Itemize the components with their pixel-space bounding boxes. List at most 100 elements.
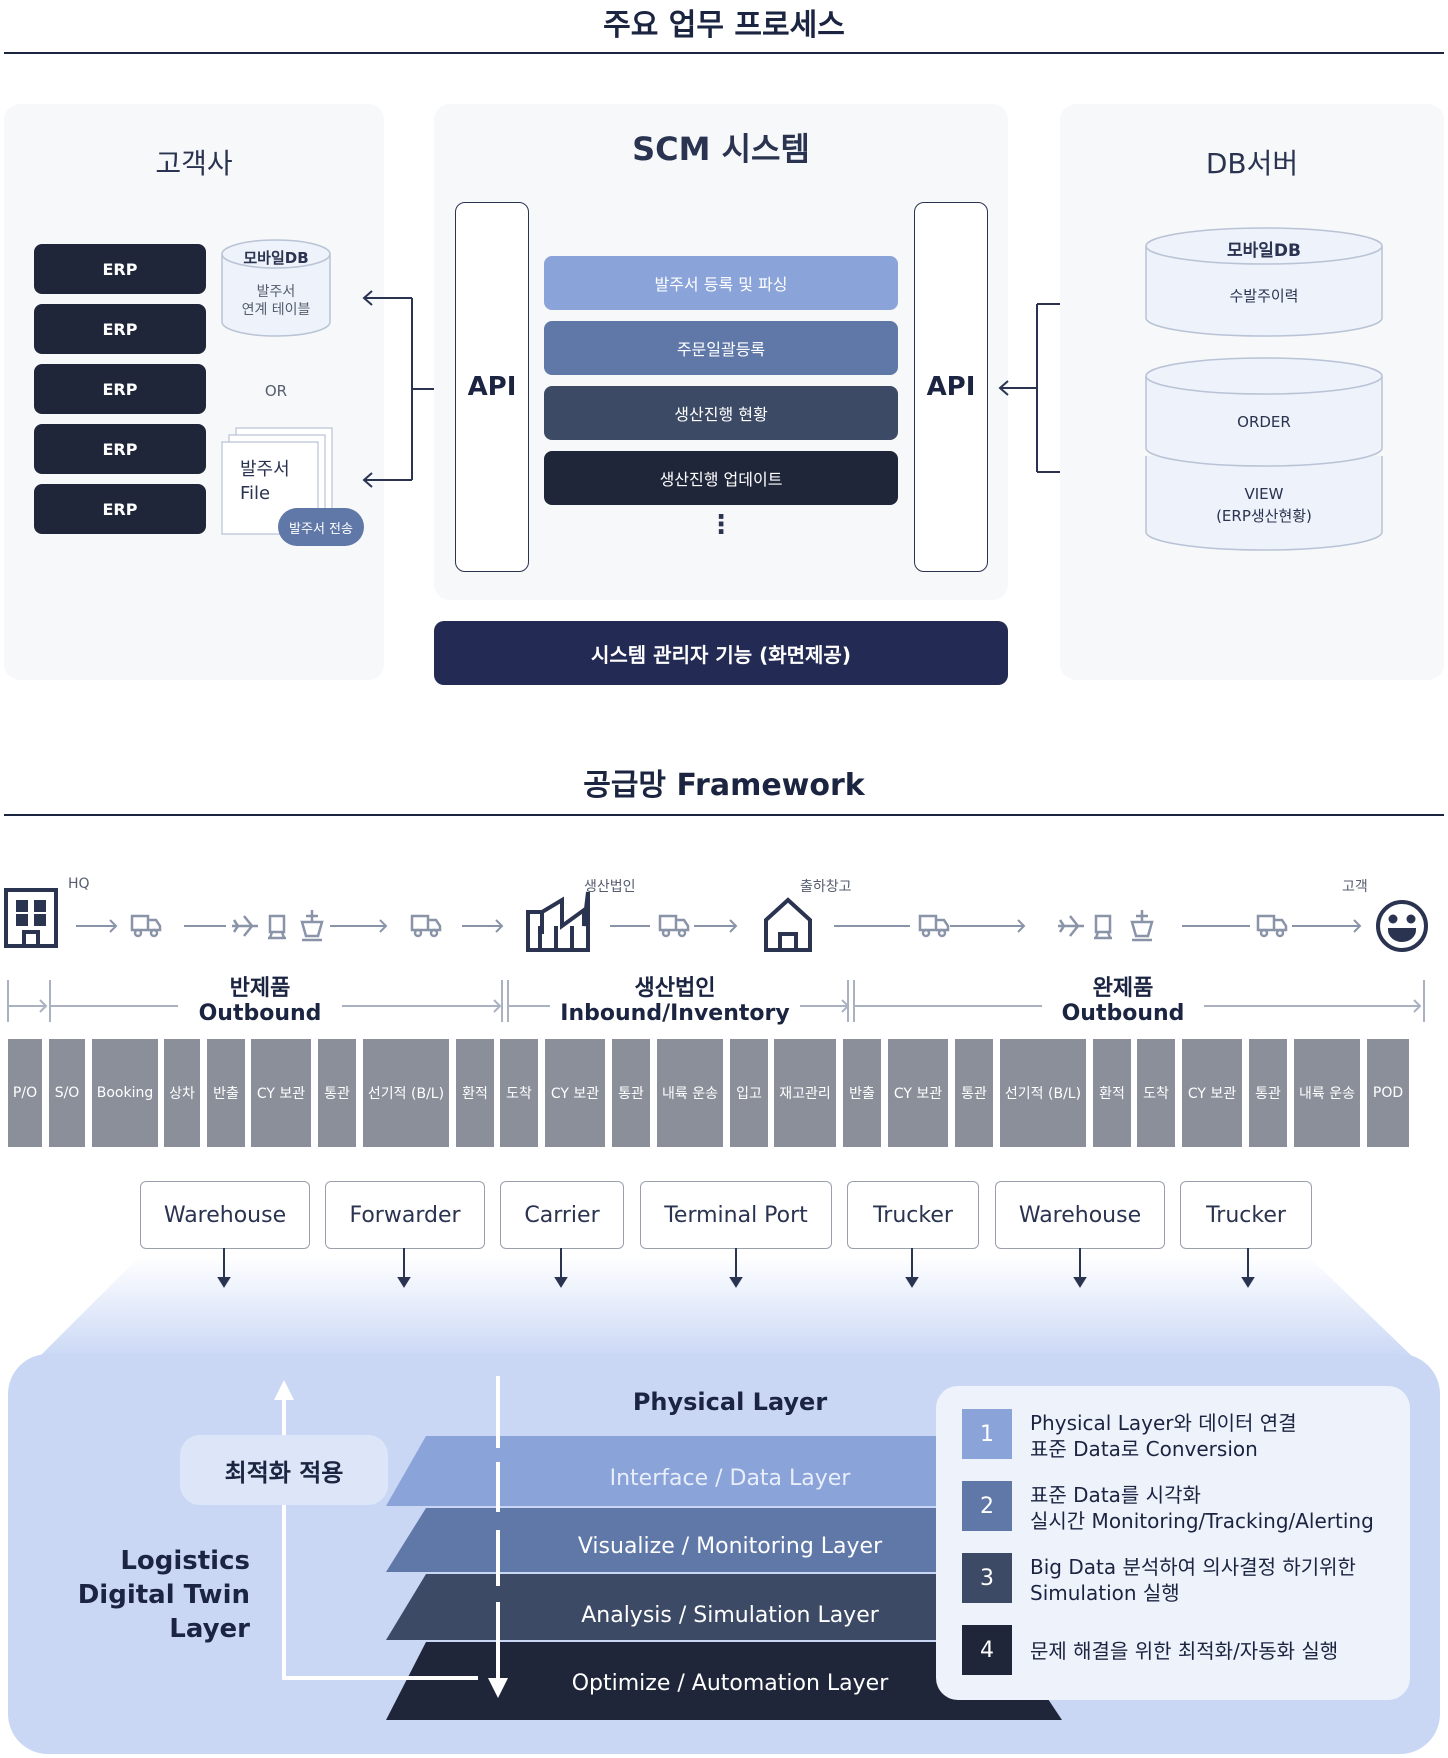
analysis-layer-shape — [386, 1574, 1010, 1640]
desc-line2: 표준 Data로 Conversion — [1030, 1437, 1258, 1461]
db-order-view-cylinder-icon — [1145, 357, 1383, 551]
hq-label: HQ — [68, 876, 90, 892]
process-step-cell: 통관 — [1249, 1039, 1287, 1147]
twin-label-line1: Logistics — [120, 1546, 250, 1576]
desc-line1: Physical Layer와 데이터 연결 — [1030, 1411, 1297, 1435]
db-order-label: ORDER — [1237, 413, 1291, 431]
process-step-cell: POD — [1367, 1039, 1409, 1147]
twin-label-line2: Digital Twin — [77, 1580, 250, 1610]
process-step-cell: S/O — [49, 1039, 85, 1147]
process-step-cell: 입고 — [730, 1039, 768, 1147]
stage-label: 생산법인 Inbound/Inventory — [550, 976, 800, 1026]
building-icon — [4, 888, 58, 948]
db-title: DB서버 — [1205, 147, 1299, 180]
funnel-background — [36, 1256, 1416, 1360]
stage-line1: 반제품 — [229, 976, 291, 1001]
mobile-db-title: 모바일DB — [243, 249, 309, 267]
framework-section-title: 공급망 Framework — [583, 768, 865, 803]
process-step-cell: 선기적 (B/L) — [1000, 1039, 1086, 1147]
layer-description: 표준 Data를 시각화 실시간 Monitoring/Tracking/Ale… — [1030, 1482, 1374, 1534]
process-step-cell: CY 보관 — [251, 1039, 311, 1147]
db-view-line1: VIEW — [1244, 485, 1284, 503]
process-step-cell: 통관 — [612, 1039, 650, 1147]
process-step: 주문일괄등록 — [544, 321, 898, 375]
stage-label: 완제품 Outbound — [1042, 976, 1204, 1026]
process-step-cell: 선기적 (B/L) — [363, 1039, 449, 1147]
factory-icon — [526, 891, 590, 952]
layer-description: Big Data 분석하여 의사결정 하기위한 Simulation 실행 — [1030, 1554, 1356, 1606]
api-right-box: API — [914, 202, 988, 572]
process-section-title: 주요 업무 프로세스 — [603, 8, 845, 43]
actor-box: Warehouse — [995, 1181, 1165, 1249]
db-mobile-title: 모바일DB — [1227, 241, 1301, 261]
process-step-cell: 도착 — [500, 1039, 538, 1147]
desc-line2: Simulation 실행 — [1030, 1581, 1180, 1605]
truck-icon — [130, 914, 162, 938]
db-mobile-item: 수발주이력 — [1229, 287, 1299, 305]
actor-box: Forwarder — [325, 1181, 485, 1249]
file-label: 발주서 File — [240, 458, 290, 506]
truck-icon — [658, 914, 690, 938]
optimization-loop-arrow — [274, 1376, 508, 1698]
process-step-cell: 환적 — [456, 1039, 494, 1147]
process-step-cell: 재고관리 — [774, 1039, 836, 1147]
erp-box: ERP — [34, 424, 206, 474]
process-step-cell: Booking — [92, 1039, 158, 1147]
erp-box: ERP — [34, 304, 206, 354]
warehouse-label: 출하창고 — [800, 879, 852, 895]
factory-label: 생산법인 — [584, 879, 636, 895]
mobile-db-cylinder-icon — [221, 239, 331, 337]
process-step-cell: 상차 — [164, 1039, 200, 1147]
actor-box: Trucker — [847, 1181, 979, 1249]
layer-number-badge: 3 — [962, 1553, 1012, 1603]
erp-box: ERP — [34, 364, 206, 414]
plane-train-ship-icons — [1058, 910, 1154, 942]
smiley-customer-icon — [1376, 900, 1428, 952]
process-step-cell: CY 보관 — [888, 1039, 948, 1147]
plane-train-ship-icons — [232, 910, 324, 942]
actor-box: Warehouse — [140, 1181, 310, 1249]
send-badge: 발주서 전송 — [278, 508, 364, 546]
digital-twin-label: Logistics Digital Twin Layer — [40, 1544, 250, 1646]
twin-label-line3: Layer — [169, 1614, 250, 1644]
erp-box: ERP — [34, 484, 206, 534]
process-step-cell: 반출 — [207, 1039, 245, 1147]
mobile-db-line1: 발주서 — [256, 284, 296, 300]
layer-description: Physical Layer와 데이터 연결 표준 Data로 Conversi… — [1030, 1410, 1297, 1462]
layer-label: Interface / Data Layer — [609, 1466, 851, 1491]
process-step-cell: CY 보관 — [545, 1039, 605, 1147]
truck-icon — [410, 914, 442, 938]
stage-line2: Outbound — [1061, 1001, 1185, 1026]
db-mobile-cylinder-icon — [1145, 227, 1383, 337]
interface-layer-shape — [386, 1436, 1010, 1506]
layer-description: 문제 해결을 위한 최적화/자동화 실행 — [1030, 1638, 1338, 1664]
scm-title: SCM 시스템 — [632, 130, 810, 168]
section-divider — [4, 814, 1444, 816]
layer-label: Optimize / Automation Layer — [571, 1671, 889, 1696]
api-left-box: API — [455, 202, 529, 572]
layer-number-badge: 4 — [962, 1625, 1012, 1675]
mobile-db-line2: 연계 테이블 — [241, 302, 311, 318]
customer-label: 고객 — [1342, 879, 1368, 895]
house-icon — [764, 897, 812, 952]
physical-layer-title: Physical Layer — [632, 1388, 828, 1416]
layer-number-badge: 2 — [962, 1481, 1012, 1531]
desc-line1: Big Data 분석하여 의사결정 하기위한 — [1030, 1555, 1356, 1579]
file-label-line1: 발주서 — [240, 459, 290, 480]
customer-title: 고객사 — [155, 147, 233, 180]
layer-stack — [386, 1436, 1062, 1720]
optimize-apply-badge: 최적화 적용 — [180, 1435, 388, 1505]
stage-line1: 생산법인 — [634, 976, 716, 1001]
truck-icon — [918, 914, 950, 938]
section-divider — [4, 52, 1444, 54]
process-step: 발주서 등록 및 파싱 — [544, 256, 898, 310]
actor-box: Trucker — [1180, 1181, 1312, 1249]
actor-box: Carrier — [500, 1181, 624, 1249]
or-label: OR — [264, 382, 288, 400]
stage-line2: Outbound — [198, 1001, 322, 1026]
truck-icon — [1256, 914, 1288, 938]
layer-label: Visualize / Monitoring Layer — [577, 1534, 883, 1559]
process-step-cell: CY 보관 — [1182, 1039, 1242, 1147]
admin-bar: 시스템 관리자 기능 (화면제공) — [434, 621, 1008, 685]
process-step-cell: 내륙 운송 — [1294, 1039, 1360, 1147]
